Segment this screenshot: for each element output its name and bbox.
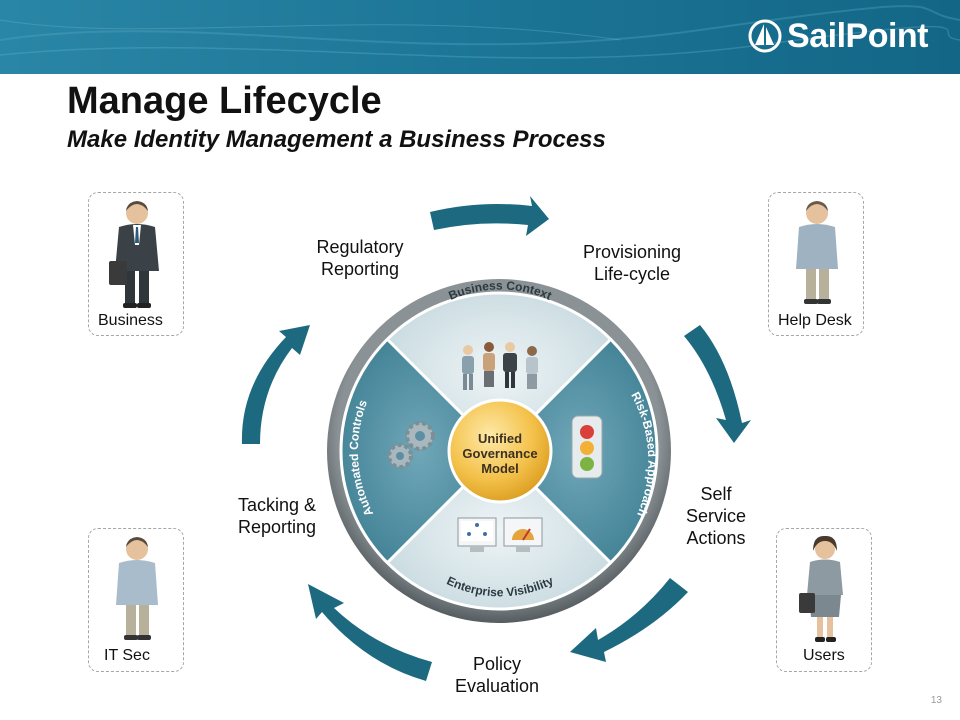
center-label-line3: Model xyxy=(481,461,519,476)
person-icon xyxy=(116,537,158,640)
step-tacking-reporting: Tacking & Reporting xyxy=(237,495,317,537)
cycle-arrows xyxy=(241,196,751,681)
businesswoman-icon xyxy=(799,535,843,642)
businessman-icon xyxy=(109,201,159,308)
arrow-bottom-left xyxy=(308,584,432,681)
step-policy-evaluation: Policy Evaluation xyxy=(454,654,540,696)
slide-subtitle: Make Identity Management a Business Proc… xyxy=(67,126,606,153)
arrow-left xyxy=(241,325,310,444)
step-provisioning-lifecycle: Provisioning Life-cycle xyxy=(582,242,682,284)
persona-users: Users xyxy=(776,528,872,672)
people-icon xyxy=(462,342,538,390)
gears-icon xyxy=(387,421,435,469)
sailpoint-logo: SailPoint xyxy=(747,14,928,58)
header-banner: SailPoint xyxy=(0,0,960,74)
persona-label-business: Business xyxy=(98,312,163,329)
arrow-bottom-right xyxy=(570,578,688,662)
step-self-service-actions: Self Service Actions xyxy=(685,484,747,548)
banner-background xyxy=(0,0,960,74)
arrow-right xyxy=(684,325,751,443)
monitor-icon xyxy=(457,517,543,552)
step-regulatory-reporting: Regulatory Reporting xyxy=(316,237,404,279)
quadrant-automated-controls xyxy=(340,339,499,563)
page-number: 13 xyxy=(930,695,942,706)
traffic-light-icon xyxy=(571,415,603,479)
arrow-top xyxy=(430,196,549,236)
persona-help-desk: Help Desk xyxy=(768,192,864,336)
brand-name: SailPoint xyxy=(787,16,928,55)
center-label-line1: Unified xyxy=(478,431,522,446)
center-label-line2: Governance xyxy=(462,446,537,461)
sail-icon xyxy=(748,19,782,53)
persona-label-users: Users xyxy=(803,647,845,664)
persona-label-it-sec: IT Sec xyxy=(104,647,150,664)
center-hub xyxy=(447,398,553,504)
slide-title: Manage Lifecycle xyxy=(67,80,382,122)
quadrant-business-context xyxy=(387,292,611,451)
person-icon xyxy=(796,201,838,304)
persona-business: Business xyxy=(88,192,184,336)
quadrant-enterprise-visibility xyxy=(387,451,611,610)
persona-label-help-desk: Help Desk xyxy=(778,312,852,329)
persona-it-sec: IT Sec xyxy=(88,528,184,672)
